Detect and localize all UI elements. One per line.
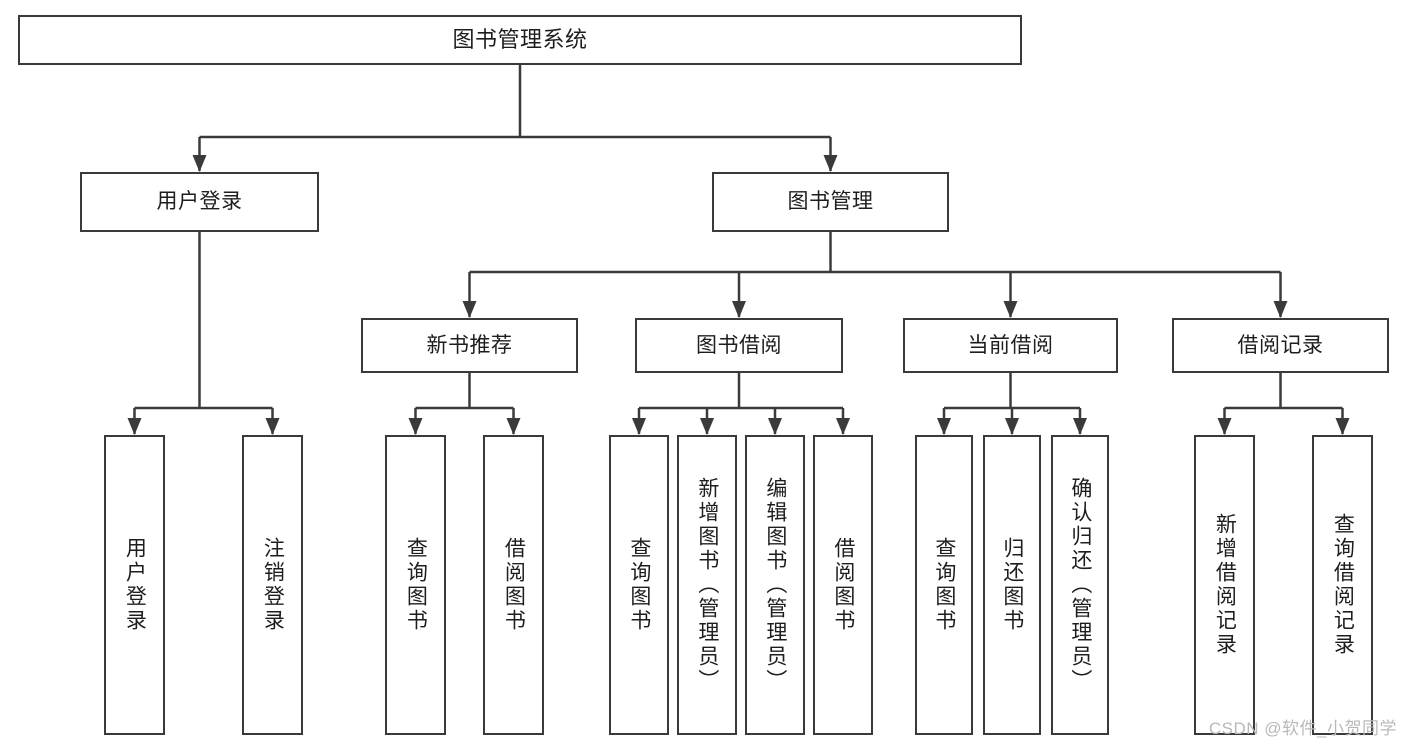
arrowhead-icon [836, 418, 850, 435]
node-label: 图书管理系统 [452, 27, 588, 53]
node-label: 新书推荐 [426, 333, 513, 357]
arrowhead-icon [1003, 301, 1018, 318]
node-root[interactable]: 图书管理系统 [18, 15, 1022, 65]
node-leaf3[interactable]: 查询图书 [385, 435, 446, 735]
arrowhead-icon [937, 418, 951, 435]
node-leaf1[interactable]: 用户登录 [104, 435, 165, 735]
node-leaf9[interactable]: 查询图书 [915, 435, 973, 735]
node-leaf5[interactable]: 查询图书 [609, 435, 669, 735]
node-l2b[interactable]: 图书管理 [712, 172, 949, 232]
node-leaf10[interactable]: 归还图书 [983, 435, 1041, 735]
node-label: 用户登录 [123, 537, 147, 633]
arrowhead-icon [192, 155, 207, 172]
node-label: 查询图书 [404, 537, 428, 633]
node-leaf11[interactable]: 确认归还（管理员） [1051, 435, 1109, 735]
node-leaf6[interactable]: 新增图书（管理员） [677, 435, 737, 735]
arrowhead-icon [506, 418, 521, 435]
node-label: 借阅记录 [1237, 333, 1324, 357]
node-label: 用户登录 [156, 190, 243, 214]
node-label: 新增借阅记录 [1213, 513, 1237, 657]
arrowhead-icon [823, 155, 838, 172]
node-label: 注销登录 [261, 537, 285, 633]
arrowhead-icon [462, 301, 477, 318]
arrowhead-icon [700, 418, 714, 435]
node-label: 确认归还（管理员） [1068, 477, 1092, 693]
node-label: 借阅图书 [502, 537, 526, 633]
node-label: 查询图书 [627, 537, 651, 633]
arrowhead-icon [732, 301, 746, 318]
node-l3d[interactable]: 借阅记录 [1172, 318, 1389, 373]
arrowhead-icon [265, 418, 280, 435]
node-label: 新增图书（管理员） [695, 477, 719, 693]
node-l3b[interactable]: 图书借阅 [635, 318, 843, 373]
node-label: 当前借阅 [967, 333, 1054, 357]
node-label: 编辑图书（管理员） [763, 477, 787, 693]
node-leaf13[interactable]: 查询借阅记录 [1312, 435, 1373, 735]
node-label: 借阅图书 [831, 537, 855, 633]
node-label: 查询借阅记录 [1331, 513, 1355, 657]
node-label: 归还图书 [1000, 537, 1024, 633]
node-leaf4[interactable]: 借阅图书 [483, 435, 544, 735]
node-label: 图书借阅 [696, 333, 782, 357]
arrowhead-icon [1217, 418, 1232, 435]
node-leaf2[interactable]: 注销登录 [242, 435, 303, 735]
arrowhead-icon [1005, 418, 1019, 435]
node-l3c[interactable]: 当前借阅 [903, 318, 1118, 373]
node-l3a[interactable]: 新书推荐 [361, 318, 578, 373]
arrowhead-icon [1073, 418, 1087, 435]
node-label: 图书管理 [787, 190, 874, 214]
arrowhead-icon [127, 418, 142, 435]
node-l2a[interactable]: 用户登录 [80, 172, 319, 232]
arrowhead-icon [1273, 301, 1288, 318]
arrowhead-icon [632, 418, 646, 435]
node-leaf8[interactable]: 借阅图书 [813, 435, 873, 735]
arrowhead-icon [408, 418, 423, 435]
node-leaf7[interactable]: 编辑图书（管理员） [745, 435, 805, 735]
node-label: 查询图书 [932, 537, 956, 633]
arrowhead-icon [1335, 418, 1350, 435]
arrowhead-icon [768, 418, 782, 435]
node-leaf12[interactable]: 新增借阅记录 [1194, 435, 1255, 735]
